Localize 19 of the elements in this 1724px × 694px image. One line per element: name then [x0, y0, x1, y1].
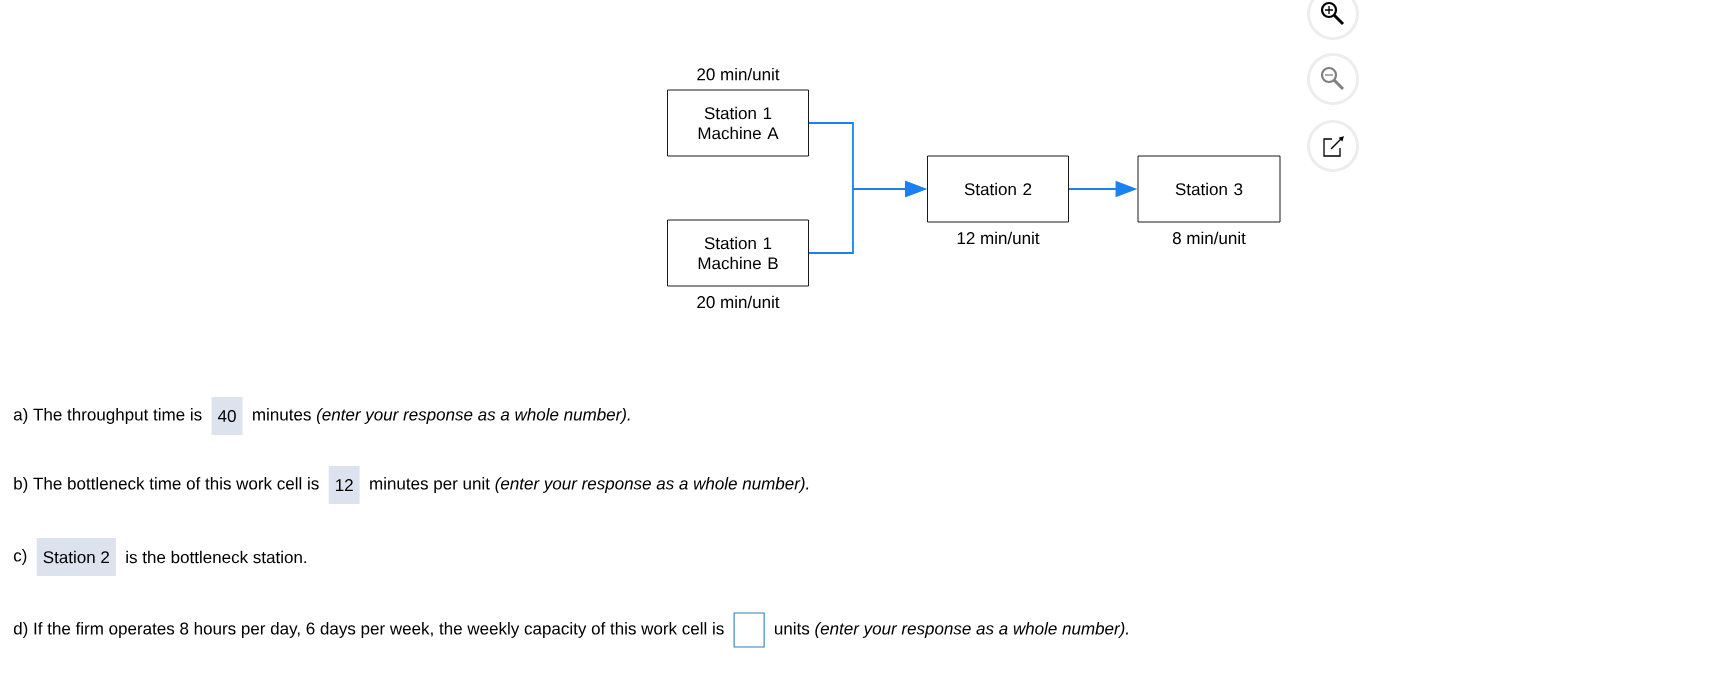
question-text: d) If the firm operates 8 hours per day, 6 days per week, the weekly capacity of this work cell is	[13, 622, 724, 638]
question-text: minutes per unit (enter your response as a whole number).	[370, 477, 809, 493]
rate-label: 20 min/unit	[697, 67, 780, 81]
answer-box: 12	[328, 466, 360, 504]
rate-label: 12 min/unit	[957, 231, 1040, 245]
station-box: Station 2	[927, 155, 1069, 223]
station-box: Station 1 Machine B	[667, 219, 809, 287]
question-text: minutes (enter your response as a whole number).	[253, 408, 630, 424]
question-text: is the bottleneck station.	[126, 550, 307, 564]
station-box: Station 3	[1137, 155, 1281, 223]
question-text: b) The bottleneck time of this work cell is	[14, 477, 319, 493]
answer-box: Station 2	[36, 538, 116, 576]
rate-label: 20 min/unit	[697, 295, 780, 309]
rate-label: 8 min/unit	[1172, 231, 1246, 245]
answer-box: 40	[211, 397, 243, 435]
question-text: c)	[13, 549, 27, 565]
question-text: a) The throughput time is	[13, 408, 202, 424]
question-text: units (enter your response as a whole number).	[775, 622, 1128, 638]
station-box: Station 1 Machine A	[667, 89, 809, 157]
